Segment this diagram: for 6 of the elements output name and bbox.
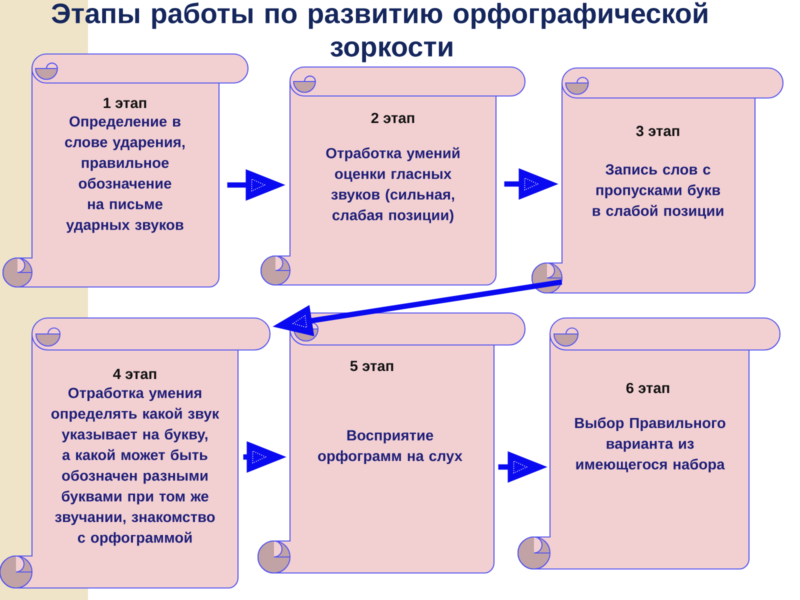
scroll: 6 этап Выбор Правильного варианта из имеющегося набора (517, 317, 781, 570)
scroll: 1 этап Определение в слове ударения, правильное обозначение на письме ударных звуков (2, 53, 249, 288)
scroll: 5 этап Восприятие орфограмм на слух (257, 312, 526, 574)
scroll: 2 этап Отработка умений оценки гласных звуков (сильная, слабая позиции) (260, 66, 526, 286)
scroll: 4 этап Отработка умения определять какой звук указывает на букву, а какой может быть обозначен разными буквами при том же звучании, знакомство с орфограммой (0, 317, 271, 589)
scroll: 3 этап Запись слов с пропусками букв в слабой позиции (531, 67, 784, 294)
